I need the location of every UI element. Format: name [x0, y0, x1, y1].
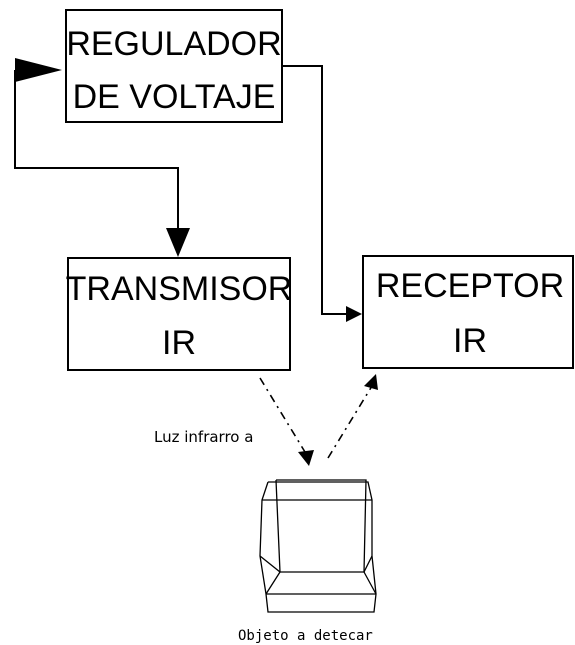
regulator-to-receiver-connector [282, 66, 362, 322]
infrared-light-label: Luz infrarro a [154, 428, 253, 446]
regulator-label-line1: REGULADOR [66, 25, 281, 63]
receiver-label-line2: IR [453, 322, 487, 360]
infrared-emission-path [260, 378, 314, 466]
receiver-label-line1: RECEPTOR [376, 267, 564, 305]
arrow-toward-receiver [364, 374, 378, 390]
transmitter-label-line1: TRANSMISOR [66, 270, 293, 308]
arrow-toward-object [298, 450, 314, 466]
arrow-into-receiver [346, 306, 362, 322]
infrared-reflection-path [328, 374, 378, 458]
arrow-into-transmitter [166, 228, 190, 257]
object-to-detect [260, 480, 376, 612]
regulator-label-line2: DE VOLTAJE [73, 78, 276, 116]
transmitter-label-line2: IR [162, 324, 196, 362]
arrow-into-regulator [15, 58, 62, 82]
object-label: Objeto a detecar [238, 628, 373, 644]
